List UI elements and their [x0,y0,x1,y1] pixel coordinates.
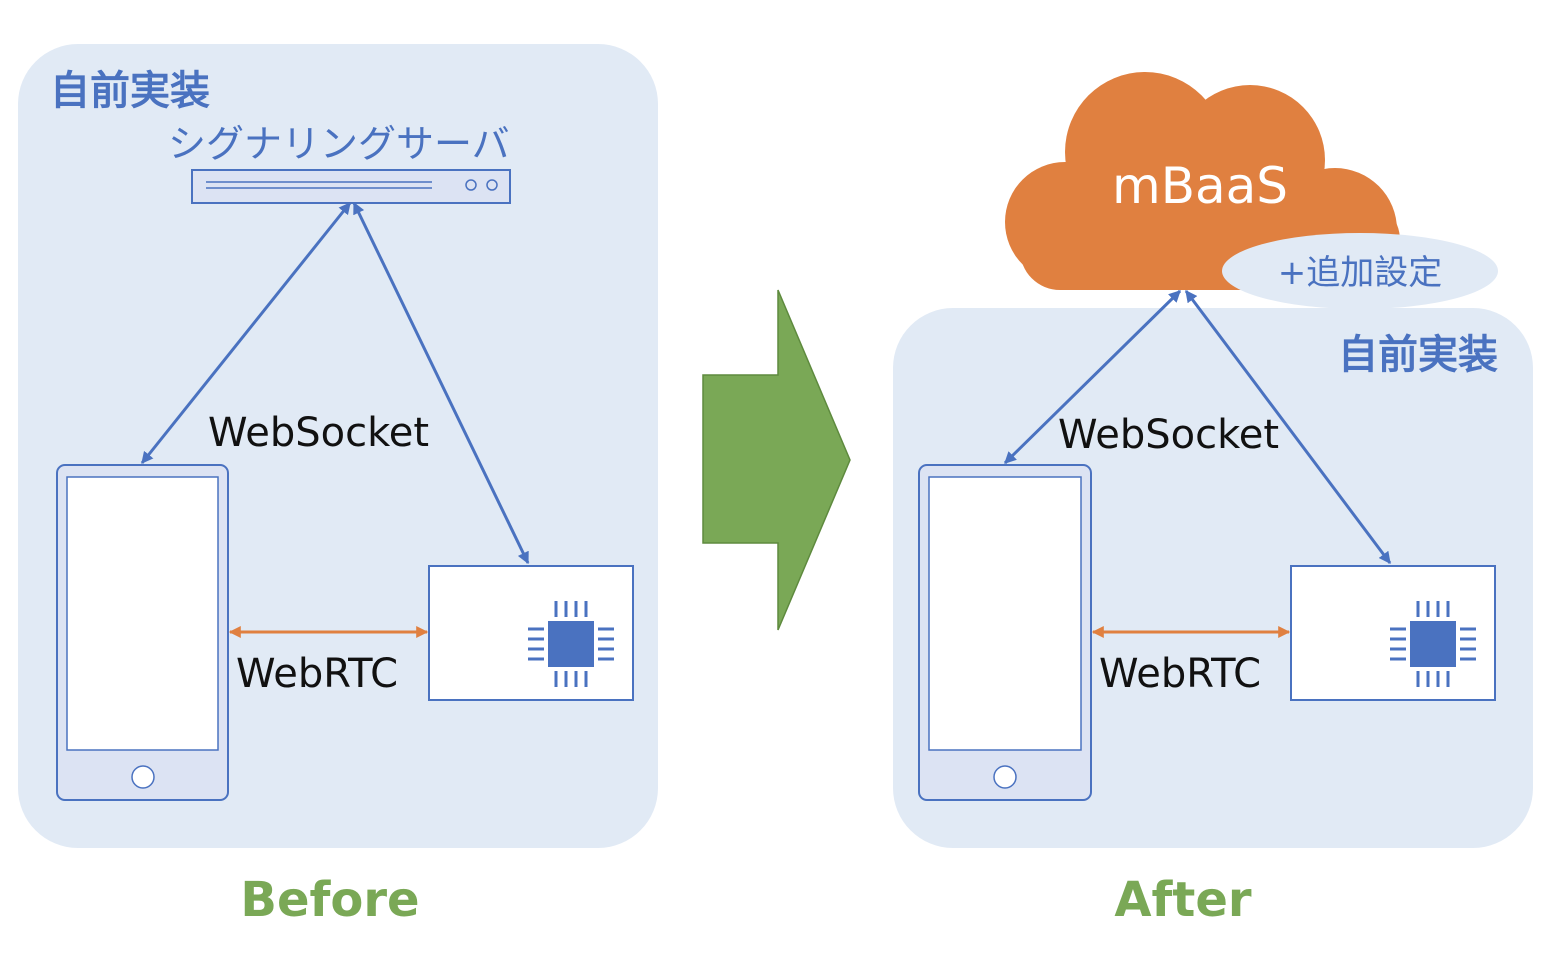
smartphone-icon [56,464,229,801]
chip-icon [1390,601,1476,687]
smartphone-icon [918,464,1092,801]
chip-icon [528,601,614,687]
mbaas-label: mBaaS [1112,157,1288,215]
websocket-arrow-device [1184,290,1392,564]
before-webrtc-label: WebRTC [236,651,398,697]
before-panel-title: 自前実装 [50,68,210,114]
websocket-arrow-device [352,201,530,565]
after-websocket-label: WebSocket [1058,412,1279,458]
before-caption: Before [240,872,419,928]
after-webrtc-label: WebRTC [1099,651,1261,697]
after-panel-title: 自前実装 [1338,332,1498,378]
before-websocket-label: WebSocket [208,410,429,456]
iot-device-box [1290,565,1496,701]
server-icon [191,169,511,204]
iot-device-box [428,565,634,701]
extra-config-label: +追加設定 [1278,253,1443,293]
after-caption: After [1114,872,1252,928]
extra-config-bubble [1222,233,1498,309]
transition-arrow [702,289,851,631]
signaling-server-label: シグナリングサーバ [168,122,510,166]
websocket-arrow-phone [140,202,352,464]
websocket-arrow-phone [1003,289,1182,465]
